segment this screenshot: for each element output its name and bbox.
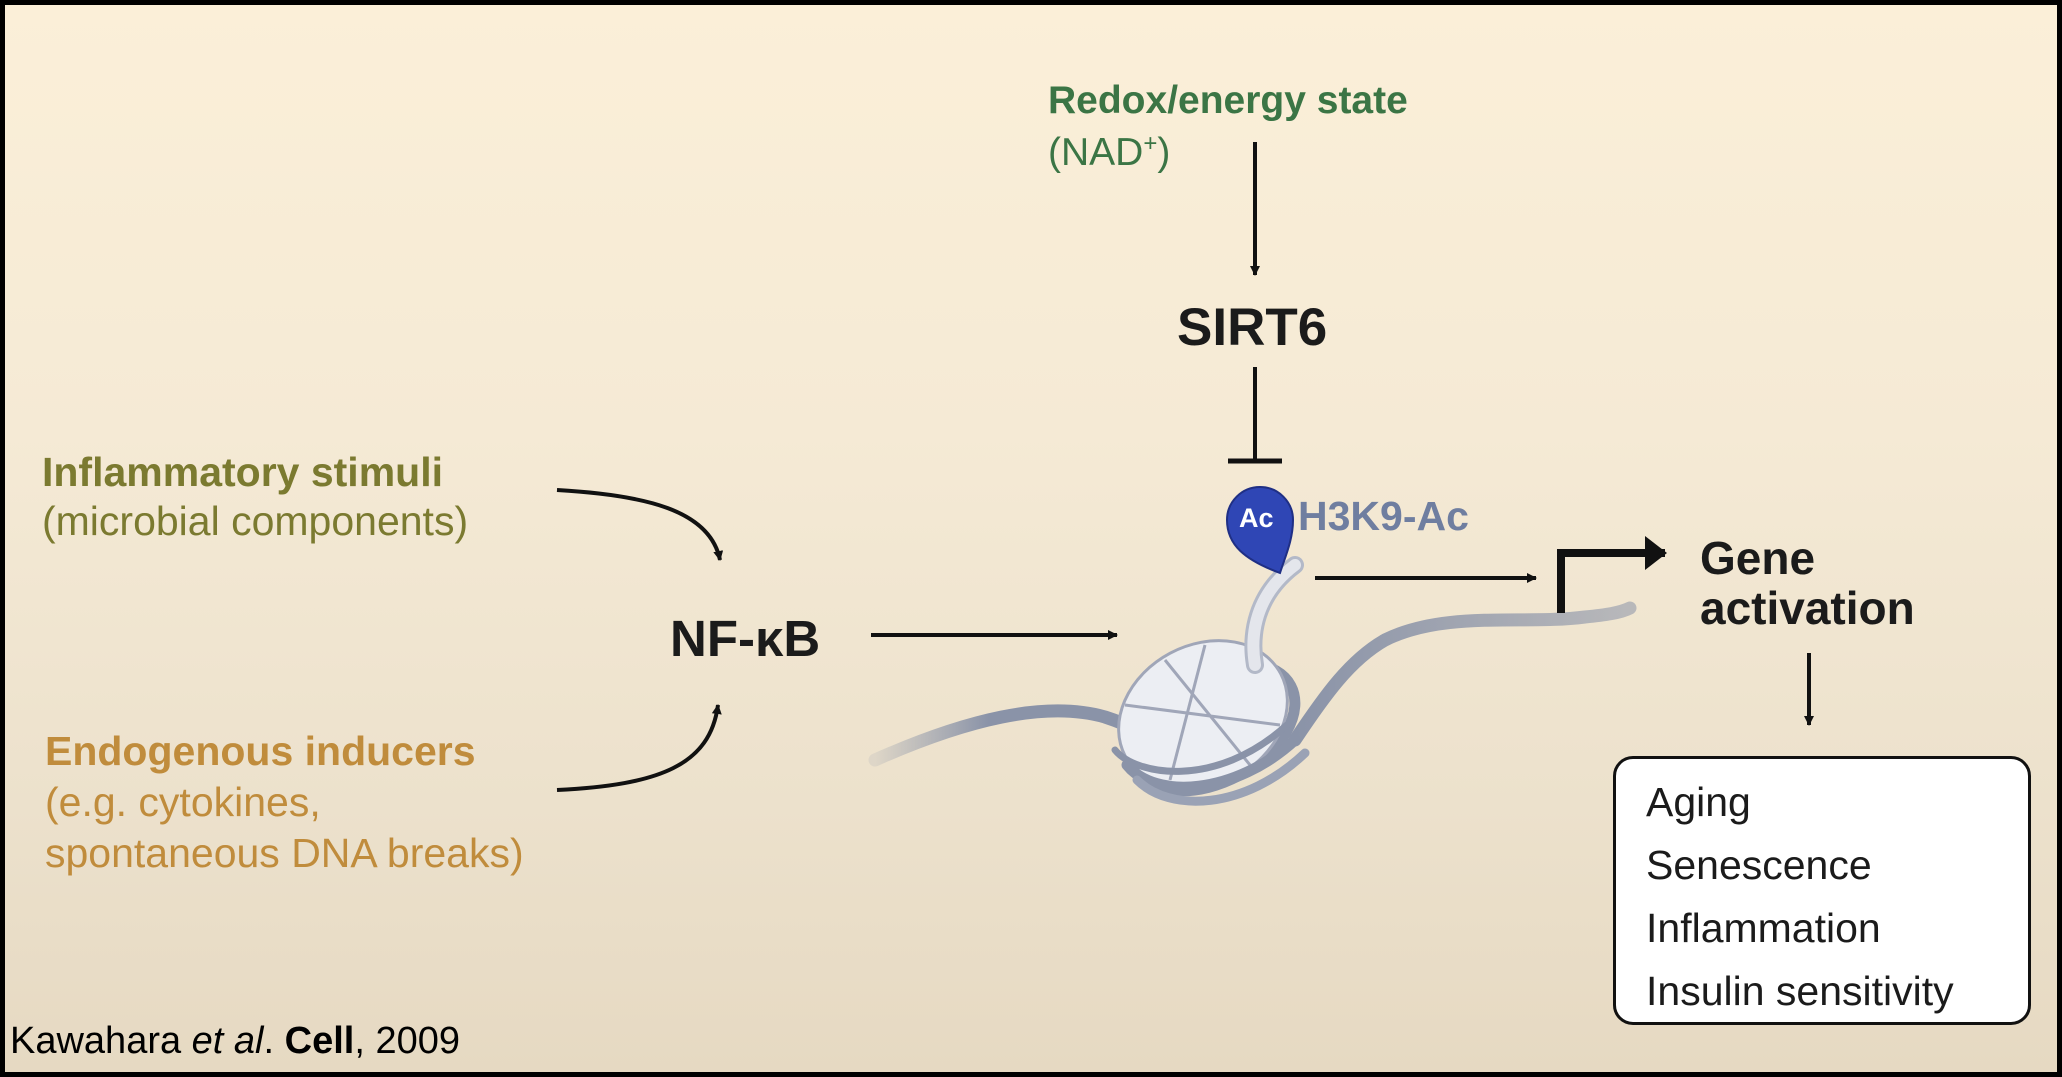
citation-year: , 2009 <box>354 1020 460 1062</box>
endogenous-subtitle-line1: (e.g. cytokines, <box>45 779 321 825</box>
inflammatory-title: Inflammatory stimuli <box>42 449 443 495</box>
redox-sub-suffix: ) <box>1157 131 1171 174</box>
outcome-box: Aging Senescence Inflammation Insulin se… <box>1613 756 2031 1025</box>
redox-sub-superscript: + <box>1143 130 1158 157</box>
pathway-diagram <box>556 142 1814 806</box>
citation-et-al: et al <box>191 1020 264 1062</box>
redox-sub-prefix: (NAD <box>1048 131 1144 174</box>
citation-journal: Cell <box>284 1020 355 1062</box>
endogenous-subtitle-line2: spontaneous DNA breaks) <box>45 830 524 876</box>
inflammatory-subtitle: (microbial components) <box>42 498 469 544</box>
sirt6-inhibition-line <box>1228 367 1282 464</box>
diagram-panel: Redox/energy state (NAD+) SIRT6 Inflamma… <box>5 5 2057 1072</box>
gene-activation-line1: Gene <box>1700 532 1816 584</box>
acetyl-pin <box>1225 486 1295 575</box>
citation: Kawahara et al. Cell, 2009 <box>10 1022 460 1060</box>
outcome-insulin-sensitivity: Insulin sensitivity <box>1646 968 1954 1014</box>
citation-author: Kawahara <box>10 1020 192 1062</box>
redox-title: Redox/energy state <box>1048 79 1408 122</box>
outcome-aging: Aging <box>1646 779 1751 825</box>
outcome-senescence: Senescence <box>1646 842 1872 888</box>
citation-separator: . <box>263 1020 285 1062</box>
dna-strand-right <box>1288 601 1637 747</box>
nfkb-prefix: NF- <box>670 610 755 667</box>
gene-activation-line2: activation <box>1700 582 1915 634</box>
inflammatory-to-nfkb-arrow <box>556 488 724 561</box>
nfkb-suffix: B <box>783 610 821 667</box>
h3k9-ac-label: H3K9-Ac <box>1298 493 1469 539</box>
promoter-arrow <box>1557 536 1667 613</box>
nfkb-kappa: κ <box>754 610 784 667</box>
endogenous-title: Endogenous inducers <box>45 728 476 774</box>
redox-subtitle: (NAD+) <box>1048 130 1171 174</box>
nucleosome <box>1111 556 1310 806</box>
outcome-inflammation: Inflammation <box>1646 905 1881 951</box>
nfkb-label: NF-κB <box>670 613 820 664</box>
sirt6-label: SIRT6 <box>1177 298 1328 357</box>
acetyl-badge: Ac <box>1239 503 1274 533</box>
endogenous-to-nfkb-arrow <box>556 704 722 792</box>
